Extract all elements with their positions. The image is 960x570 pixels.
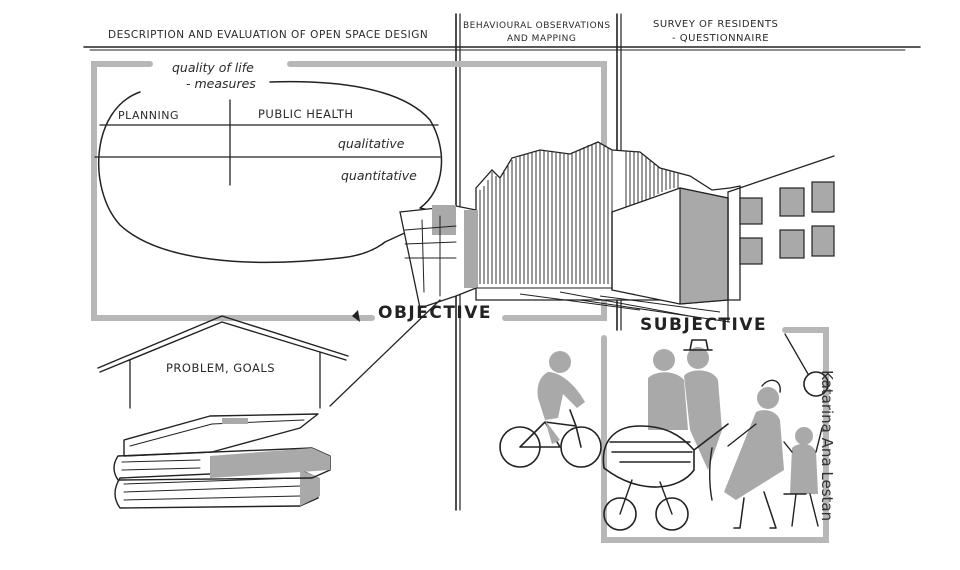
label-objective: OBJECTIVE — [378, 303, 492, 323]
hedge-hatching — [479, 143, 679, 284]
quality-of-life-bubble — [94, 80, 447, 264]
header-behavioural-line1: BEHAVIOURAL OBSERVATIONS — [463, 21, 611, 31]
ball-icon — [784, 333, 829, 397]
house-outline — [97, 315, 349, 409]
label-subjective: SUBJECTIVE — [640, 315, 767, 335]
header-rule — [83, 46, 921, 51]
street-scene — [329, 141, 835, 407]
books-stack-icon — [113, 413, 331, 509]
bubble-public-health: PUBLIC HEALTH — [258, 107, 354, 121]
pram-icon — [602, 423, 729, 531]
header-open-space-design: DESCRIPTION AND EVALUATION OF OPEN SPACE… — [108, 29, 428, 41]
header-survey-line1: SURVEY OF RESIDENTS — [653, 19, 778, 30]
header-survey-line2: - QUESTIONNAIRE — [672, 33, 769, 44]
bubble-quantitative: quantitative — [341, 168, 417, 183]
header-behavioural-line2: AND MAPPING — [507, 34, 576, 44]
mother-child-icon — [709, 379, 823, 529]
bubble-qualitative: qualitative — [338, 136, 405, 151]
bubble-title-line1: quality of life — [172, 60, 254, 75]
house-label: PROBLEM, GOALS — [166, 361, 275, 375]
bubble-title-line2: - measures — [186, 76, 256, 91]
artist-credit: Katarina Ana Lestan — [818, 370, 836, 522]
subjective-frame — [601, 327, 829, 543]
adults-icon — [648, 339, 722, 470]
building-windows — [739, 181, 835, 265]
bubble-planning: PLANNING — [118, 109, 179, 122]
cyclist-icon — [499, 351, 602, 468]
